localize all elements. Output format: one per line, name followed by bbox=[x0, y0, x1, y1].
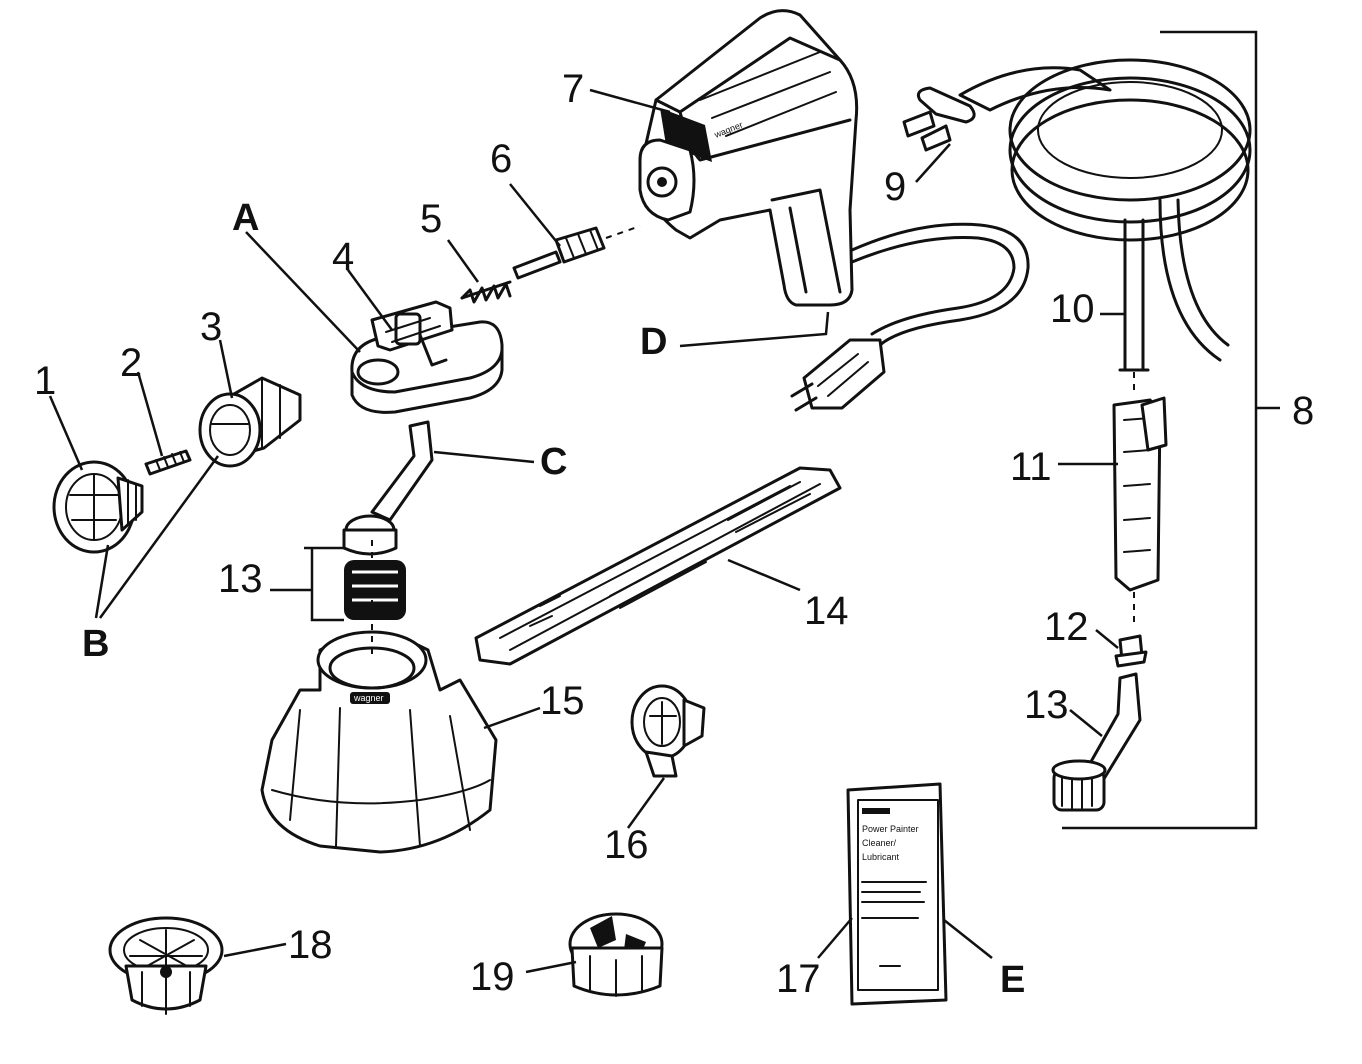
callout-labels: 1 2 3 4 5 6 7 8 9 10 11 12 13 13 14 15 1… bbox=[34, 67, 1314, 1001]
callout-5: 5 bbox=[420, 197, 442, 241]
part-b-leader bbox=[94, 455, 220, 619]
part-15-container bbox=[260, 540, 498, 854]
callout-19: 19 bbox=[470, 955, 515, 999]
part-8-bracket bbox=[1062, 30, 1280, 830]
callout-E: E bbox=[1000, 959, 1025, 1001]
part-c-elbow-tube bbox=[342, 420, 434, 556]
packet-line-3: Lubricant bbox=[862, 852, 900, 862]
callout-4: 4 bbox=[332, 235, 354, 279]
callout-18: 18 bbox=[288, 923, 333, 967]
part-13-left-filter-screen bbox=[270, 546, 406, 622]
callout-10: 10 bbox=[1050, 287, 1095, 331]
callout-A: A bbox=[232, 197, 259, 239]
part-8-suction-tube-assembly bbox=[902, 58, 1252, 395]
callout-8: 8 bbox=[1292, 389, 1314, 433]
callout-2: 2 bbox=[120, 341, 142, 385]
callout-3: 3 bbox=[200, 305, 222, 349]
part-5-spring bbox=[460, 280, 512, 304]
part-18-nozzle-ring bbox=[108, 916, 224, 1015]
part-12-fitting bbox=[1114, 634, 1148, 668]
part-6-piston bbox=[512, 225, 641, 280]
callout-13-right: 13 bbox=[1024, 683, 1069, 727]
part-2-screw bbox=[144, 449, 192, 476]
packet-line-2: Cleaner/ bbox=[862, 838, 897, 848]
part-19-cap bbox=[568, 912, 664, 997]
callout-16: 16 bbox=[604, 823, 649, 867]
part-11-filter bbox=[1112, 396, 1168, 624]
part-13-right-elbow-tube bbox=[1051, 672, 1142, 812]
callout-11: 11 bbox=[1010, 445, 1052, 489]
part-17-cleaner-packet: Power Painter Cleaner/ Lubricant bbox=[846, 782, 948, 1006]
leader-lines bbox=[48, 88, 1124, 974]
part-14-paint-stick bbox=[474, 466, 842, 666]
callout-C: C bbox=[540, 441, 567, 483]
part-4-pump-housing bbox=[350, 300, 504, 414]
callout-B: B bbox=[82, 623, 109, 665]
packet-line-1: Power Painter bbox=[862, 824, 919, 834]
part-16-adjustment-ring bbox=[630, 684, 706, 778]
callout-7: 7 bbox=[562, 67, 584, 111]
container-band-text: wagner bbox=[353, 693, 384, 703]
callout-15: 15 bbox=[540, 679, 585, 723]
part-3-nozzle-housing bbox=[198, 376, 302, 468]
part-7-gun-body: wagner bbox=[638, 9, 859, 307]
callout-9: 9 bbox=[884, 165, 906, 209]
callout-13-left: 13 bbox=[218, 557, 263, 601]
callout-D: D bbox=[640, 321, 667, 363]
callout-17: 17 bbox=[776, 957, 821, 1001]
callout-14: 14 bbox=[804, 589, 849, 633]
part-1-nozzle-ring bbox=[52, 460, 144, 554]
callout-6: 6 bbox=[490, 137, 512, 181]
power-cord bbox=[790, 222, 1030, 412]
callout-1: 1 bbox=[34, 359, 56, 403]
callout-12: 12 bbox=[1044, 605, 1089, 649]
